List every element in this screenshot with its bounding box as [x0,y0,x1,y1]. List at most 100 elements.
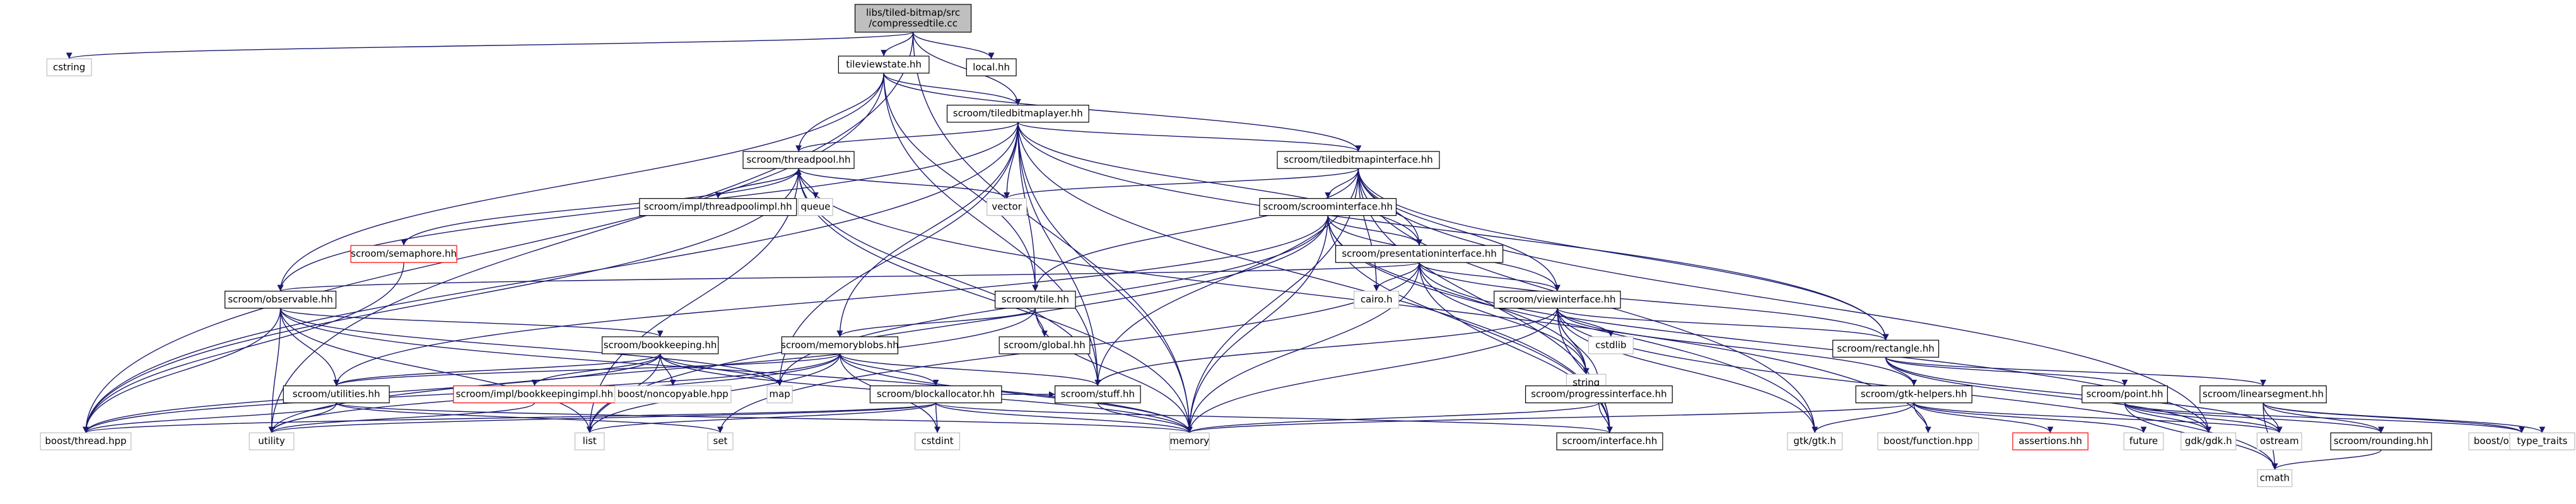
node-cstdlib[interactable]: cstdlib [1588,336,1634,355]
node-box-future [2123,432,2164,450]
node-future[interactable]: future [2123,432,2164,450]
edge-blockallocator-to-memory [935,402,1193,433]
node-progressinterface[interactable]: scroom/progressinterface.hh [1525,385,1673,404]
node-box-ostream [2256,432,2302,450]
edge-tileviewstate-to-tiledbitmaplayer [883,73,1021,105]
node-localhh[interactable]: local.hh [966,58,1017,76]
node-noncopyable[interactable]: boost/noncopyable.hpp [614,385,732,404]
node-rounding[interactable]: scroom/rounding.hh [2330,432,2432,450]
node-label-scroominterface: scroom/scroominterface.hh [1263,201,1393,213]
edge-presentationinterface-to-gdkgdk [1419,262,2212,433]
node-label-memory: memory [1169,435,1209,447]
node-tiledbitmapinterface[interactable]: scroom/tiledbitmapinterface.hh [1277,151,1440,169]
node-gtkhelpers[interactable]: scroom/gtk-helpers.hh [1855,385,1972,404]
edge-root-to-localhh [912,32,995,59]
node-tilehh[interactable]: scroom/tile.hh [995,290,1076,309]
edge-viewinterface-to-gtkhelpers [1557,308,1917,386]
edge-viewinterface-to-gtkgtk [1557,308,1818,433]
node-box-threadpool [742,151,855,169]
node-label-map: map [769,389,790,400]
edge-gtkhelpers-to-memory [1186,402,1914,433]
node-tiledbitmaplayer[interactable]: scroom/tiledbitmaplayer.hh [946,105,1089,123]
node-cmath[interactable]: cmath [2257,469,2293,488]
edge-bookkeeping-to-utilities [333,353,661,387]
node-box-pointhh [2081,385,2168,404]
node-box-threadpoolimpl [639,198,797,216]
node-gtkgtk[interactable]: gtk/gtk.h [1787,432,1843,450]
edge-gtkhelpers-to-assertions [1913,402,2054,433]
node-set[interactable]: set [707,432,734,450]
node-box-noncopyable [614,385,732,404]
edge-progressinterface-to-interfacehh [1598,402,1613,433]
node-tileviewstate[interactable]: tileviewstate.hh [838,56,930,74]
node-box-vector [986,198,1027,216]
node-utilities[interactable]: scroom/utilities.hh [283,385,390,404]
node-root[interactable]: libs/tiled-bitmap/src/compressedtile.cc [854,4,972,33]
node-observable[interactable]: scroom/observable.hh [225,290,337,309]
node-bookkeeping[interactable]: scroom/bookkeeping.hh [601,336,719,355]
node-utility[interactable]: utility [249,432,295,450]
node-label-cstdint: cstdint [922,435,954,447]
node-boostfunction[interactable]: boost/function.hpp [1877,432,1979,450]
node-bookkeepingimpl[interactable]: scroom/impl/bookkeepingimpl.hh [453,385,616,404]
node-semaphore[interactable]: scroom/semaphore.hh [350,245,457,263]
node-box-tiledbitmaplayer [946,105,1089,123]
node-list[interactable]: list [574,432,605,450]
node-label-noncopyable: boost/noncopyable.hpp [618,389,729,400]
node-cstdint[interactable]: cstdint [915,432,961,450]
node-box-gtkgtk [1787,432,1843,450]
node-box-presentationinterface [1335,245,1504,263]
node-vector[interactable]: vector [986,198,1027,216]
edge-rectangle-to-pointhh [1885,356,2128,387]
node-box-boostfunction [1877,432,1979,450]
edge-viewinterface-to-stuff [1094,308,1558,386]
node-typetraits[interactable]: type_traits [2509,432,2575,450]
node-scroominterface[interactable]: scroom/scroominterface.hh [1259,198,1397,216]
node-memoryblobs[interactable]: scroom/memoryblobs.hh [781,336,899,355]
node-box-localhh [966,58,1017,76]
node-label-memoryblobs: scroom/memoryblobs.hh [781,339,899,351]
node-linearsegment[interactable]: scroom/linearsegment.hh [2199,385,2327,404]
node-box-gtkhelpers [1855,385,1972,404]
node-label-string: string [1572,377,1600,388]
node-queue[interactable]: queue [798,198,833,216]
node-label-cstdlib: cstdlib [1595,339,1626,351]
node-viewinterface[interactable]: scroom/viewinterface.hh [1494,290,1621,309]
node-map[interactable]: map [766,385,793,404]
edge-memoryblobs-to-memory [839,353,1193,433]
node-blockallocator[interactable]: scroom/blockallocator.hh [869,385,1002,404]
edge-viewinterface-to-rectangle [1557,307,1889,341]
node-ostream[interactable]: ostream [2256,432,2302,450]
node-label-progressinterface: scroom/progressinterface.hh [1531,389,1666,400]
node-box-progressinterface [1525,385,1673,404]
node-globalhh[interactable]: scroom/global.hh [998,336,1091,355]
node-label-presentationinterface: scroom/presentationinterface.hh [1342,248,1497,259]
node-box-stuff [1055,385,1141,404]
node-label-threadpool: scroom/threadpool.hh [747,154,851,165]
node-box-interfacehh [1556,432,1663,450]
node-threadpool[interactable]: scroom/threadpool.hh [742,151,855,169]
node-label-set: set [713,435,728,447]
edge-presentationinterface-to-cairo [1373,262,1420,291]
node-threadpoolimpl[interactable]: scroom/impl/threadpoolimpl.hh [639,198,797,216]
edge-tiledbitmaplayer-to-tiledbitmapinterface [1017,122,1362,152]
node-rectangle[interactable]: scroom/rectangle.hh [1832,339,1940,358]
node-cairo[interactable]: cairo.h [1354,290,1400,309]
node-label-threadpoolimpl: scroom/impl/threadpoolimpl.hh [644,201,792,213]
edge-root-to-memory [912,32,1193,433]
node-boostthread[interactable]: boost/thread.hpp [40,432,132,450]
node-box-list [574,432,605,450]
node-label-rectangle: scroom/rectangle.hh [1837,343,1935,354]
edge-presentationinterface-to-string [1419,262,1590,375]
node-pointhh[interactable]: scroom/point.hh [2081,385,2168,404]
node-stuff[interactable]: scroom/stuff.hh [1055,385,1141,404]
node-box-cstring [46,58,92,76]
node-cstring[interactable]: cstring [46,58,92,76]
node-box-typetraits [2509,432,2575,450]
node-memory[interactable]: memory [1169,432,1210,450]
node-assertions[interactable]: assertions.hh [2012,432,2088,450]
node-gdkgdk[interactable]: gdk/gdk.h [2181,432,2237,450]
node-presentationinterface[interactable]: scroom/presentationinterface.hh [1335,245,1504,263]
node-interfacehh[interactable]: scroom/interface.hh [1556,432,1663,450]
node-box-semaphore [350,245,457,263]
